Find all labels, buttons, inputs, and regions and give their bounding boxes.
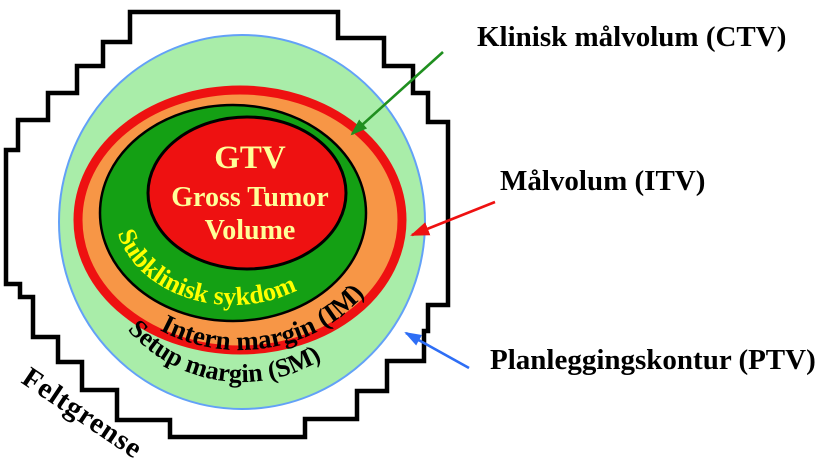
field-boundary-outline: [3, 9, 451, 440]
ptv-callout-label: Planleggingskontur (PTV): [490, 344, 816, 376]
gtv-name-line2: Volume: [205, 215, 296, 246]
itv-arrow: [410, 200, 496, 237]
ctv-callout-label: Klinisk målvolum (CTV): [477, 21, 786, 53]
gtv-abbr-label: GTV: [214, 140, 286, 176]
ptv-arrow: [404, 331, 470, 370]
gtv-region: [146, 115, 348, 271]
ctv-arrow: [350, 51, 444, 136]
itv-callout-label: Målvolum (ITV): [500, 165, 705, 197]
gtv-name-line1: Gross Tumor: [171, 182, 328, 213]
